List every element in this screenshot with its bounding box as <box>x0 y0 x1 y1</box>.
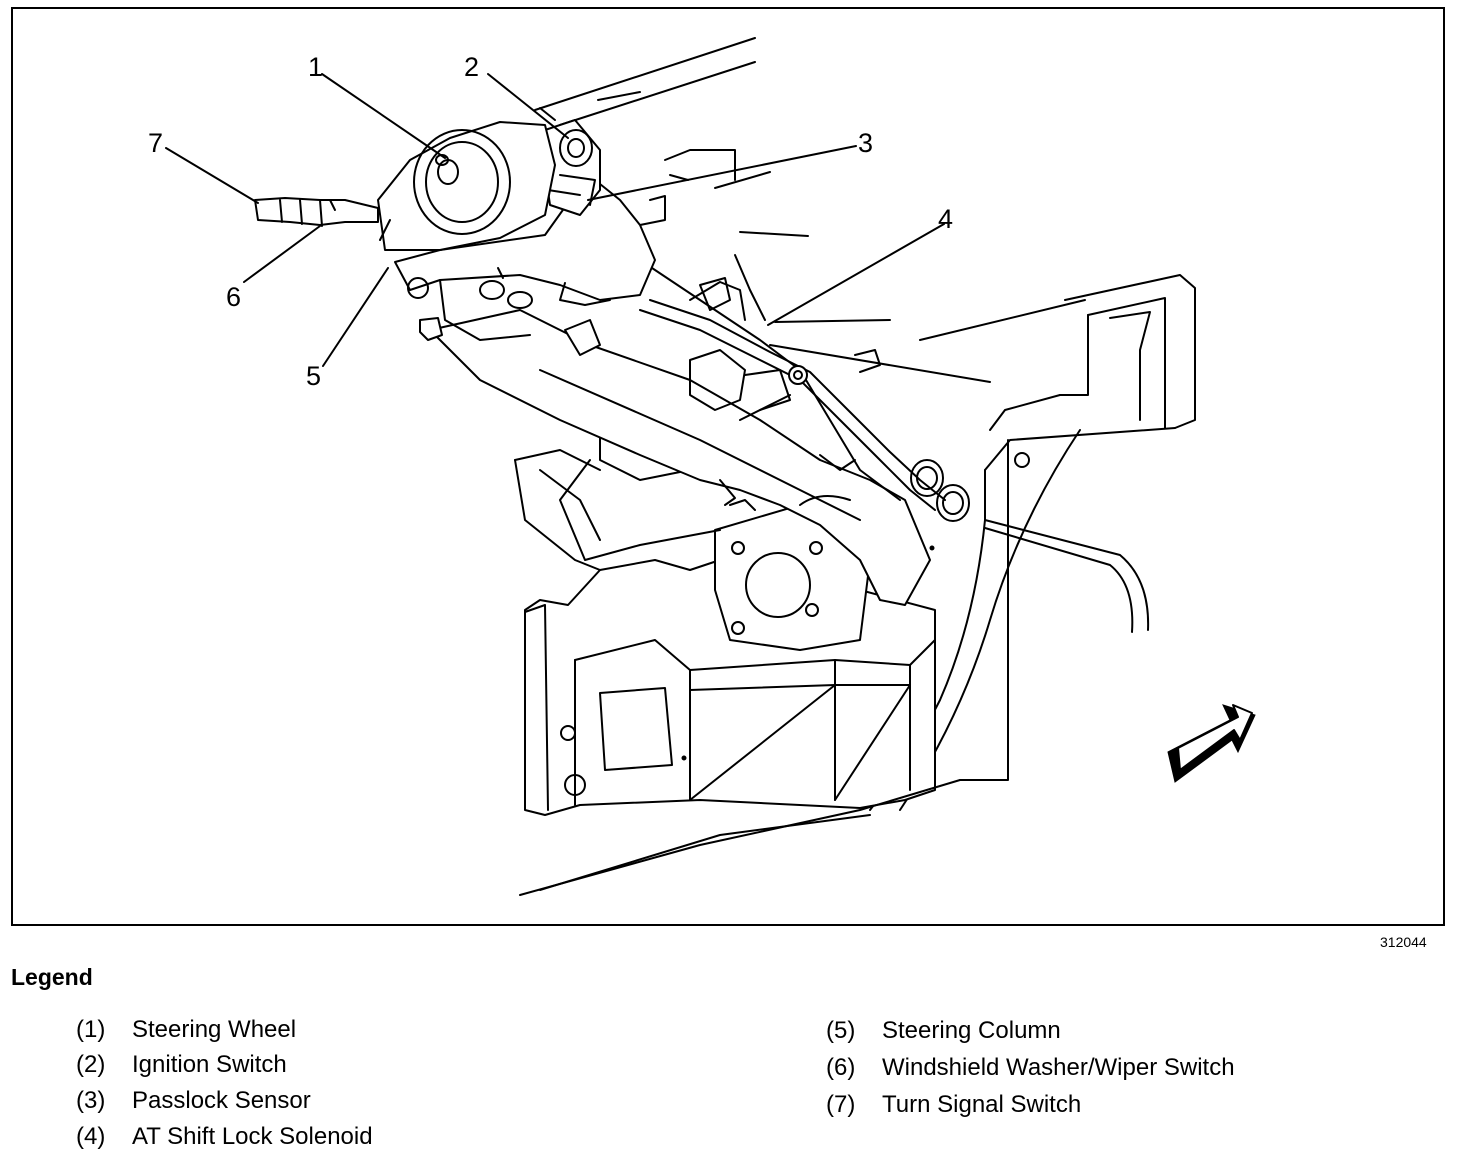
legend-label: Ignition Switch <box>132 1051 287 1078</box>
callout-4: 4 <box>938 204 954 234</box>
callout-3: 3 <box>858 128 874 158</box>
shift-lock-cable <box>639 299 970 522</box>
figure-frame <box>11 7 1445 926</box>
legend-label: Steering Wheel <box>132 1016 297 1043</box>
callout-7: 7 <box>148 128 164 158</box>
legend-number: (1) <box>76 1016 106 1043</box>
legend-number: (6) <box>826 1054 856 1081</box>
legend-label: Steering Column <box>882 1017 1061 1044</box>
leader-6 <box>243 225 321 283</box>
steering-column-illustration <box>165 37 1256 896</box>
multifunction-lever <box>254 197 379 227</box>
column-housing <box>394 179 656 341</box>
leader-3 <box>587 145 857 201</box>
leader-lines <box>165 73 945 367</box>
legend-label: Passlock Sensor <box>132 1087 311 1114</box>
leader-5 <box>322 267 389 367</box>
callout-1: 1 <box>308 52 324 82</box>
column-tube <box>429 259 935 606</box>
legend-number: (4) <box>76 1123 106 1150</box>
legend-number: (2) <box>76 1051 106 1078</box>
forward-arrow-icon <box>1167 704 1256 783</box>
mounting-plate <box>559 374 871 651</box>
legend-number: (5) <box>826 1017 856 1044</box>
callout-5: 5 <box>306 361 322 391</box>
leader-2 <box>487 73 569 139</box>
legend-label: Turn Signal Switch <box>882 1091 1082 1118</box>
leader-4 <box>767 223 945 326</box>
legend-number: (3) <box>76 1087 106 1114</box>
leader-7 <box>165 147 259 204</box>
callout-6: 6 <box>226 282 242 312</box>
callout-2: 2 <box>464 52 480 82</box>
legend-title: Legend <box>11 964 93 990</box>
figure-id: 312044 <box>1380 934 1427 950</box>
steering-wheel-hub <box>377 121 556 251</box>
legend-number: (7) <box>826 1091 856 1118</box>
legend-label: Windshield Washer/Wiper Switch <box>882 1054 1235 1081</box>
legend-label: AT Shift Lock Solenoid <box>132 1123 373 1150</box>
leader-1 <box>321 73 446 159</box>
ignition-switch-body <box>544 119 601 216</box>
